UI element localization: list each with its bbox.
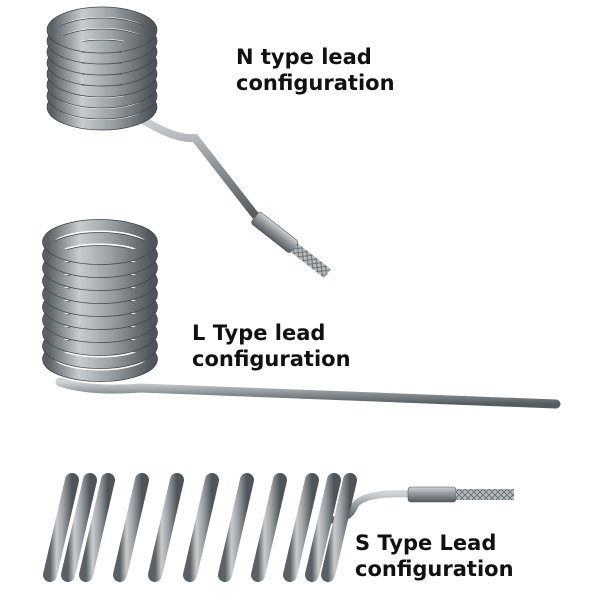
coil-turn: [43, 473, 79, 582]
coil-turn: [283, 473, 319, 582]
coil-turn: [305, 473, 341, 582]
coil-turn: [183, 473, 219, 582]
s-type-label: S Type Lead configuration: [355, 530, 514, 582]
l-type-label-line2: configuration: [192, 347, 351, 371]
l-type-label: L Type lead configuration: [192, 320, 351, 372]
n-type-label-line1: N type lead: [236, 45, 372, 69]
coil-turn: [42, 232, 158, 278]
coil-turn: [47, 7, 157, 53]
s-type-label-line2: configuration: [355, 557, 514, 581]
l-type-coil: [42, 219, 561, 409]
coil-turn: [251, 473, 287, 582]
n-type-coil: [46, 6, 331, 278]
coil-turn-edge: [42, 219, 158, 265]
coil-turn: [148, 473, 184, 582]
coil-turn: [79, 473, 115, 582]
coil-turn-edge: [46, 6, 158, 54]
coil-turn: [47, 29, 157, 75]
coil-turn: [47, 18, 157, 64]
coil-turn: [42, 219, 158, 265]
coil-turn: [321, 473, 357, 582]
n-type-label-line2: configuration: [236, 71, 395, 95]
s-type-label-line1: S Type Lead: [355, 531, 497, 555]
coil-turn-edge: [46, 28, 158, 76]
s-type-coil: [43, 473, 514, 582]
coil-turn: [42, 245, 158, 291]
coil-turn: [61, 473, 97, 582]
coil-turn-edge: [42, 232, 158, 278]
coil-turn-edge: [46, 39, 158, 87]
coil-turn-edge: [42, 245, 158, 291]
l-type-label-line1: L Type lead: [192, 321, 326, 345]
coil-turn: [113, 473, 149, 582]
coil-turn: [218, 473, 254, 582]
coil-turn-edge: [46, 17, 158, 65]
n-type-label: N type lead configuration: [236, 44, 395, 96]
